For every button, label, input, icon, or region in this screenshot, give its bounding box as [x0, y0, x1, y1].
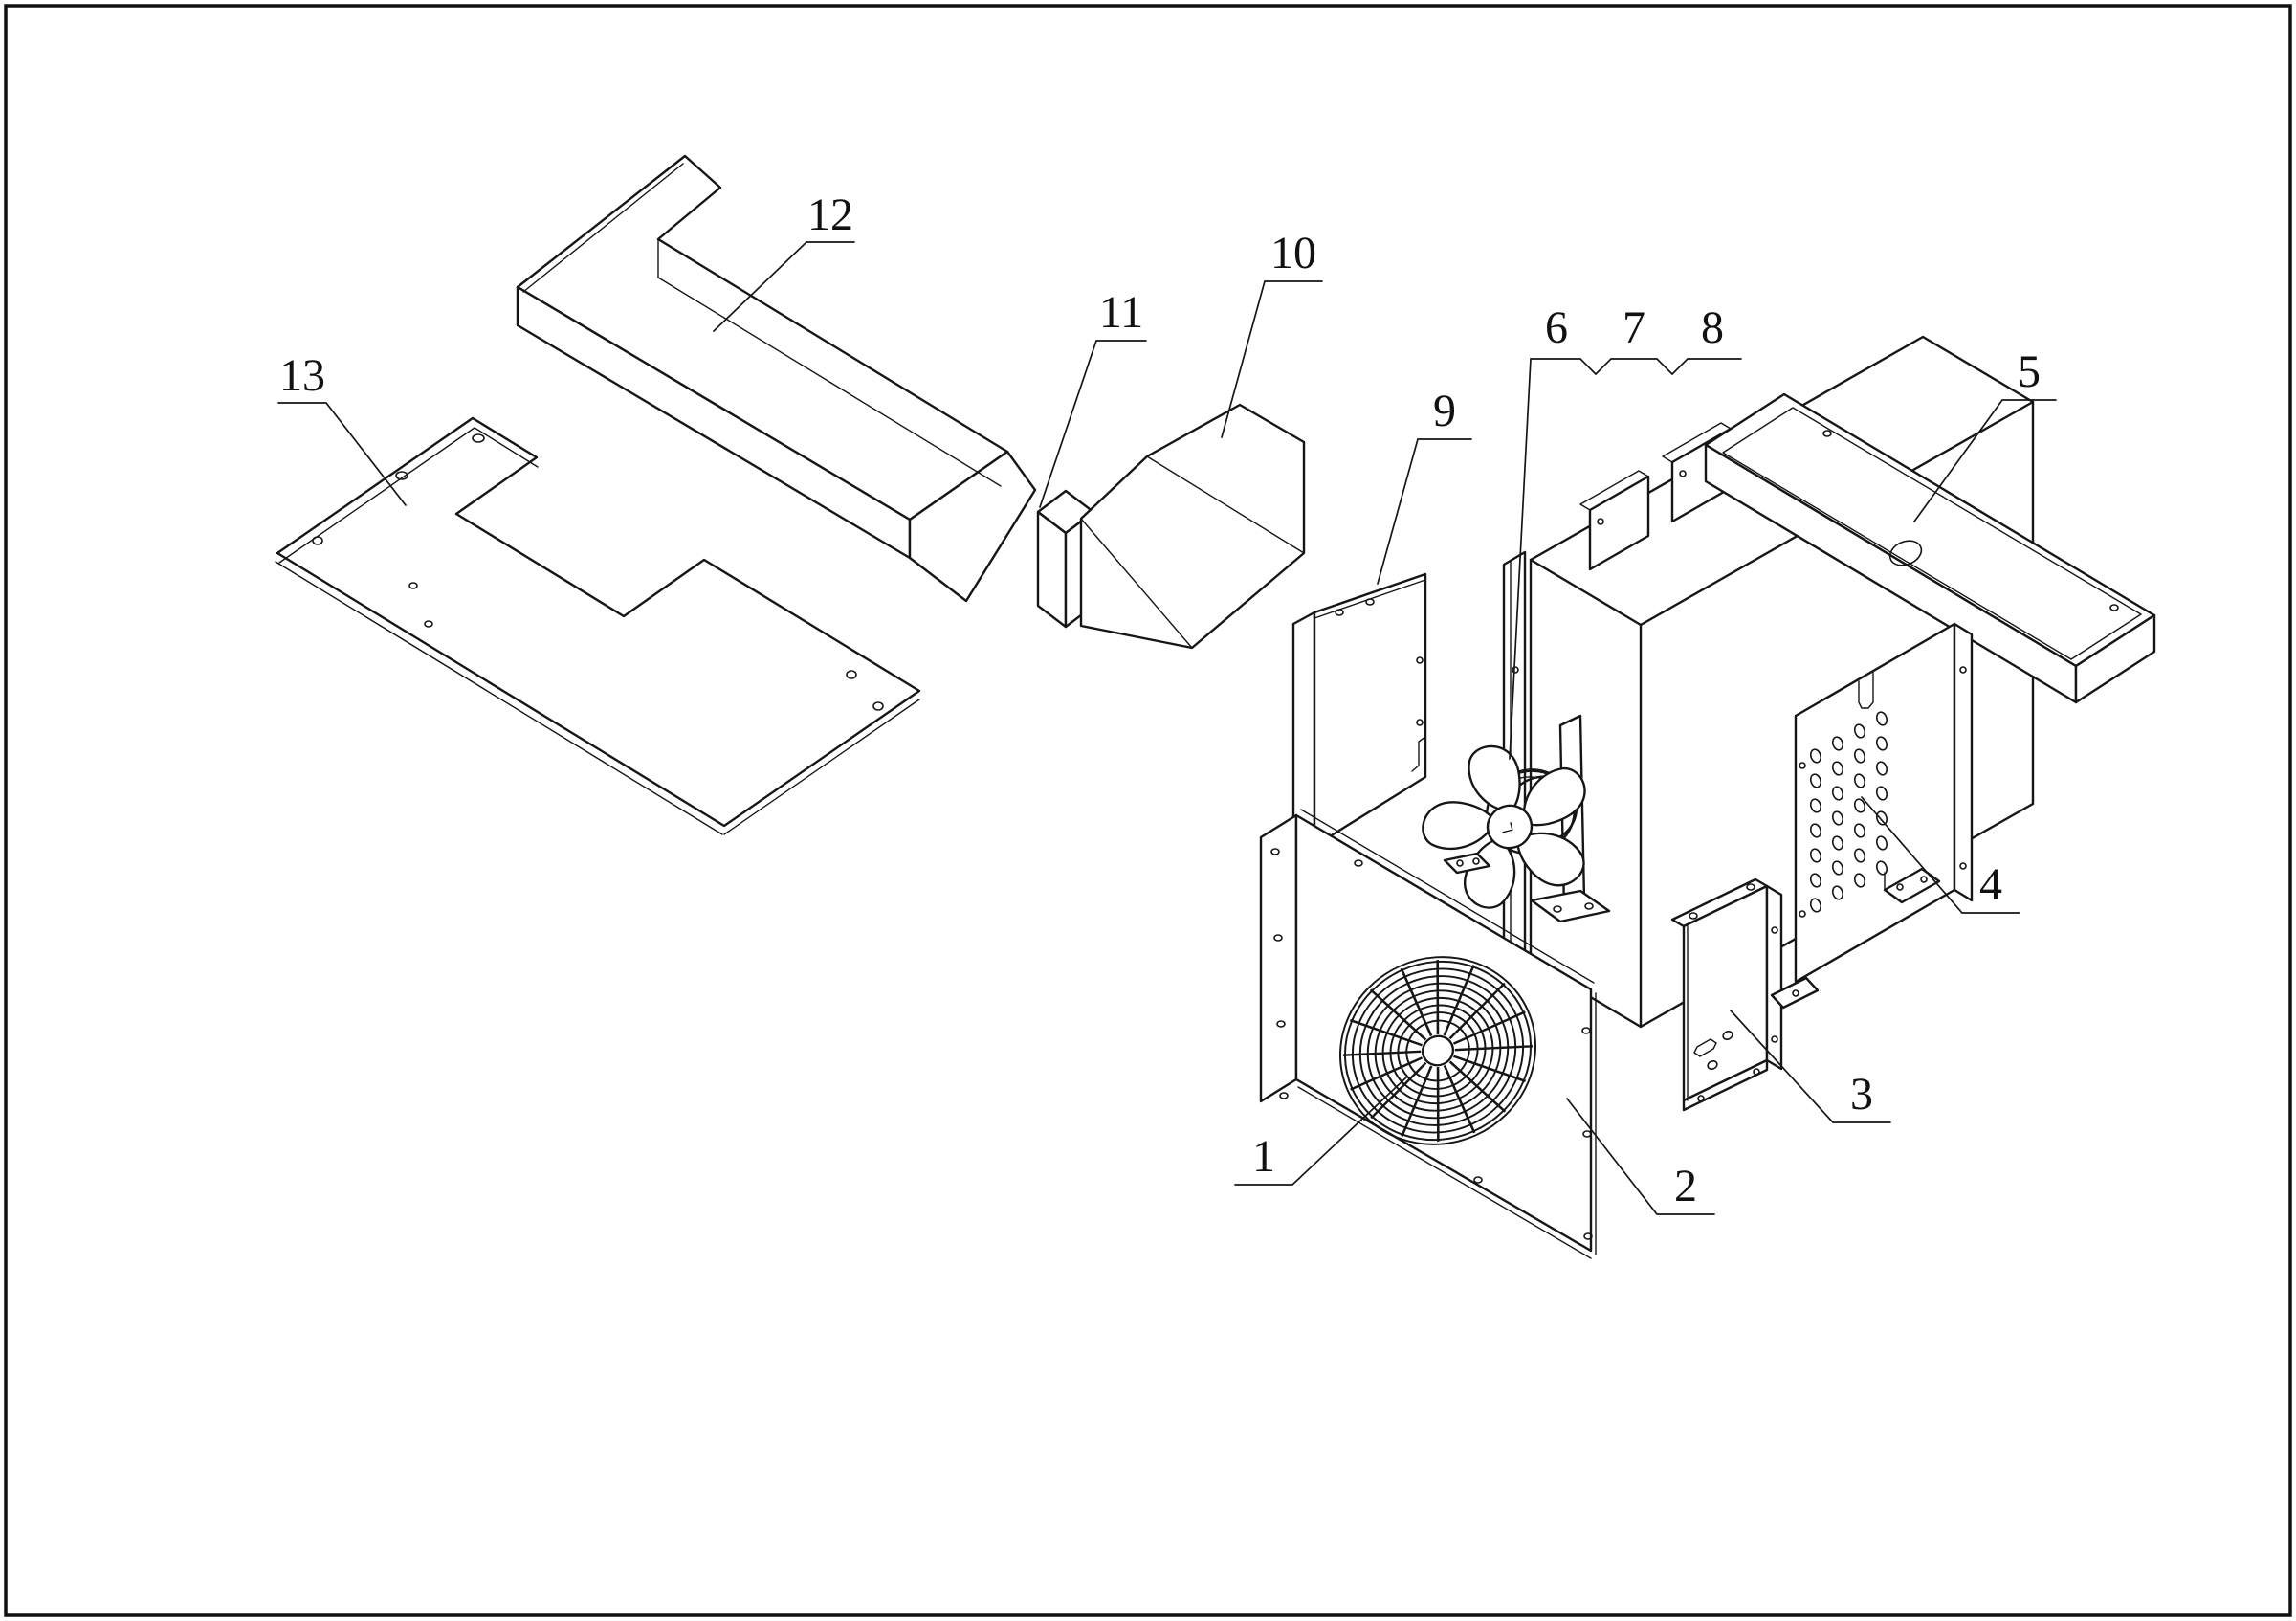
part-label-1: 1 [1252, 1131, 1275, 1182]
part-label-2: 2 [1674, 1161, 1697, 1211]
part-label-12: 12 [807, 189, 853, 240]
callout-11: 11 [1039, 287, 1147, 508]
part-label-6: 6 [1545, 302, 1568, 353]
grille-hub [1421, 1034, 1455, 1067]
callout-2: 2 [1566, 1098, 1715, 1215]
callout-6-7-8: 6 7 8 [1509, 302, 1742, 760]
callout-5: 5 [1913, 346, 2057, 522]
part-11-small-box [1036, 489, 1095, 629]
part-label-9: 9 [1433, 386, 1456, 436]
fan-hub [1486, 804, 1534, 850]
fan-assembly [1422, 714, 1611, 923]
callout-1: 1 [1234, 1077, 1407, 1186]
housing-top-tab-left [1579, 470, 1650, 571]
part-5-drip-tray [1704, 392, 2156, 704]
part-12-duct [516, 154, 1037, 603]
part-10-wedge-cover [1079, 403, 1306, 650]
part-label-3: 3 [1850, 1069, 1873, 1120]
callout-9: 9 [1377, 386, 1472, 585]
callout-13: 13 [277, 350, 407, 506]
fan-bracket-foot [1530, 889, 1611, 923]
callout-3: 3 [1730, 1010, 1891, 1123]
callout-10: 10 [1221, 228, 1323, 438]
part-3-corner-panel [1670, 877, 1820, 1112]
callout-4: 4 [1861, 796, 2020, 914]
part-label-13: 13 [279, 350, 325, 401]
part-13-base-panel [275, 416, 921, 835]
part-2-front-panel [1259, 809, 1597, 1259]
plate-bottom-bracket [1883, 867, 1941, 904]
part-4-perforated-plate [1794, 622, 1974, 984]
part-label-8: 8 [1701, 302, 1724, 353]
callout-12: 12 [713, 189, 855, 332]
part-label-10: 10 [1270, 228, 1316, 278]
perforation-grid [1809, 711, 1888, 913]
part-9-side-panel [1292, 572, 1427, 848]
fan-blades [1422, 744, 1586, 909]
part-1-fan-grille [1339, 956, 1536, 1145]
callouts: 13 12 11 10 9 6 7 8 5 4 [277, 189, 2057, 1215]
part-label-11: 11 [1099, 287, 1143, 338]
fan-front-pad [1443, 852, 1491, 875]
part-label-5: 5 [2018, 346, 2041, 397]
part-label-4: 4 [1979, 859, 2002, 910]
part-label-7: 7 [1623, 302, 1645, 353]
